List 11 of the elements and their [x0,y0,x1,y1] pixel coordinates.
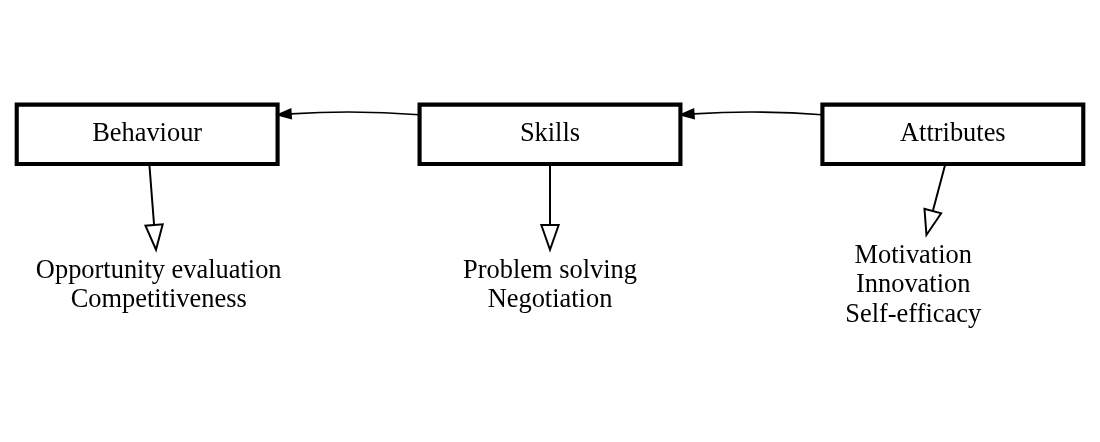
arrow [539,163,561,253]
node-text: Motivation Innovation Self-efficacy [845,238,982,329]
node-text: Problem solving Negotiation [463,253,637,314]
arrow [678,108,823,120]
arrow [143,163,165,253]
arrow [923,163,947,238]
arrow [275,108,421,120]
node-box: Skills [417,102,683,167]
node-box: Behaviour [14,102,280,167]
node-box: Attributes [820,102,1086,167]
node-text: Opportunity evaluation Competitiveness [35,253,282,314]
